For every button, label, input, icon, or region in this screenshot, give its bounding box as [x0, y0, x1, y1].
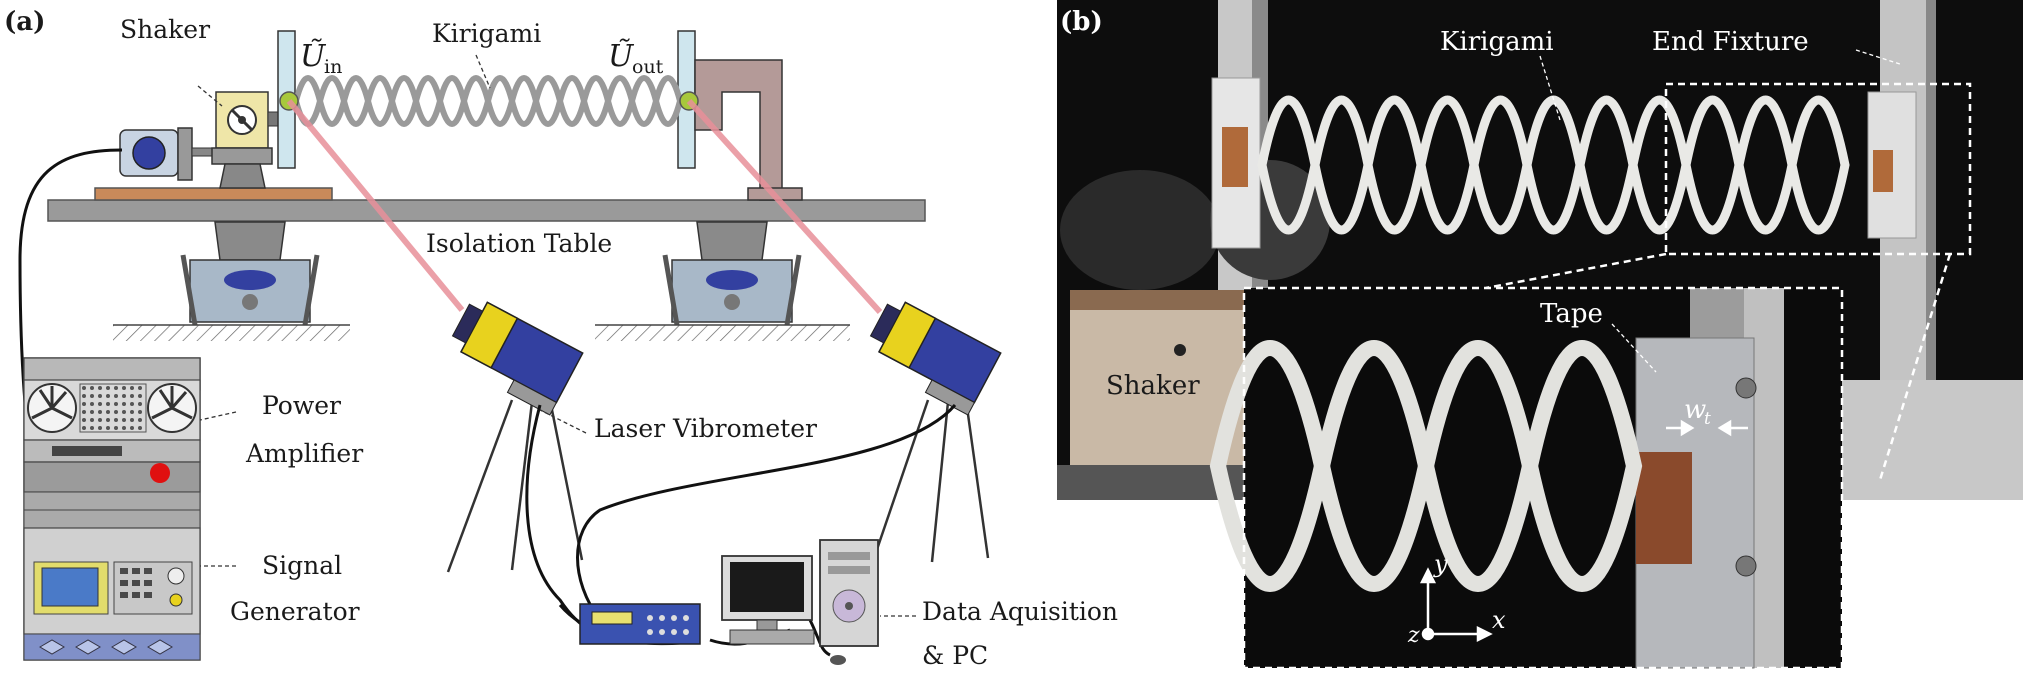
panel-a-tag: (a)	[4, 7, 45, 37]
kirigami-cell	[1521, 339, 1643, 593]
svg-text:Ũ: Ũ	[608, 38, 635, 74]
kirigami-cell	[316, 74, 348, 128]
inset-tape	[1636, 452, 1692, 564]
label-kirigami: Kirigami	[432, 19, 541, 48]
kirigami-strip-photo	[1257, 95, 1850, 235]
svg-text:w: w	[1684, 395, 1706, 425]
label-tape: Tape	[1540, 299, 1603, 329]
svg-text:Ũ: Ũ	[300, 38, 327, 74]
leader-lines-a	[197, 54, 916, 617]
label-data-acquisition: Data Aquisition	[922, 597, 1118, 626]
tape-right-photo	[1873, 150, 1893, 192]
svg-text:t: t	[1704, 409, 1711, 429]
pc-workstation	[721, 539, 879, 665]
leader-lines-b	[1539, 49, 1901, 373]
kirigami-cell	[508, 74, 540, 128]
table-leg-left	[113, 221, 350, 341]
label-signal: Signal	[262, 551, 342, 580]
laser-vibrometer-right	[869, 301, 1002, 565]
label-generator: Generator	[230, 597, 360, 626]
coordinate-axes	[1419, 567, 1493, 643]
kirigami-cell	[604, 74, 636, 128]
tape-left-photo	[1222, 127, 1248, 187]
kirigami-strip-inset	[1209, 339, 1643, 593]
label-shaker-b: Shaker	[1106, 371, 1200, 401]
axis-label-z: z	[1407, 623, 1420, 648]
panel-b-tag: (b)	[1060, 7, 1103, 37]
kirigami-cell	[364, 74, 396, 128]
kirigami-cell	[556, 74, 588, 128]
zoom-inset	[1209, 286, 1844, 670]
wt-dimension-arrows	[1666, 419, 1748, 437]
table-leg-right	[595, 221, 850, 341]
laser-beam-in	[286, 99, 465, 312]
svg-text:in: in	[324, 56, 342, 78]
kirigami-cell	[1787, 95, 1850, 235]
end-fixture-block	[694, 59, 783, 201]
kirigami-cell	[484, 74, 516, 128]
kirigami-cell	[532, 74, 564, 128]
label-end-fixture: End Fixture	[1652, 27, 1809, 57]
svg-text:out: out	[632, 56, 664, 78]
axis-label-x: x	[1492, 606, 1506, 634]
zoom-region-box	[1664, 82, 1972, 256]
label-isolation-table: Isolation Table	[426, 229, 612, 258]
label-shaker: Shaker	[120, 15, 210, 44]
axis-label-y: y	[1433, 550, 1448, 578]
daq-device	[579, 603, 701, 645]
label-wt: w t	[1684, 395, 1711, 429]
label-amplifier: Amplifier	[245, 439, 363, 468]
label-u-out: Ũ out	[608, 38, 664, 78]
label-laser-vibrometer: Laser Vibrometer	[594, 414, 817, 443]
kirigami-cell	[412, 74, 444, 128]
laser-beam-out	[686, 98, 883, 315]
kirigami-cell	[340, 74, 372, 128]
kirigami-cell	[652, 74, 684, 128]
laser-vibrometer-left	[446, 301, 584, 573]
isolation-table	[47, 199, 926, 341]
label-and-pc: & PC	[922, 641, 988, 670]
label-kirigami-b: Kirigami	[1440, 27, 1554, 57]
panel-b: (b) Kirigami End Fixture Shaker Tape w t…	[1057, 0, 2023, 670]
kirigami-cell	[436, 74, 468, 128]
label-u-in: Ũ in	[300, 38, 342, 78]
motor-icon	[132, 136, 166, 170]
shaker-assembly	[94, 91, 333, 201]
label-power: Power	[262, 391, 341, 420]
kirigami-cell	[580, 74, 612, 128]
kirigami-strip-schematic	[292, 74, 684, 128]
red-button-icon	[150, 463, 170, 483]
panel-a: (a)	[4, 7, 1118, 670]
kirigami-cell	[628, 74, 660, 128]
kirigami-cell	[460, 74, 492, 128]
equipment-rack	[23, 357, 201, 661]
kirigami-cell	[388, 74, 420, 128]
